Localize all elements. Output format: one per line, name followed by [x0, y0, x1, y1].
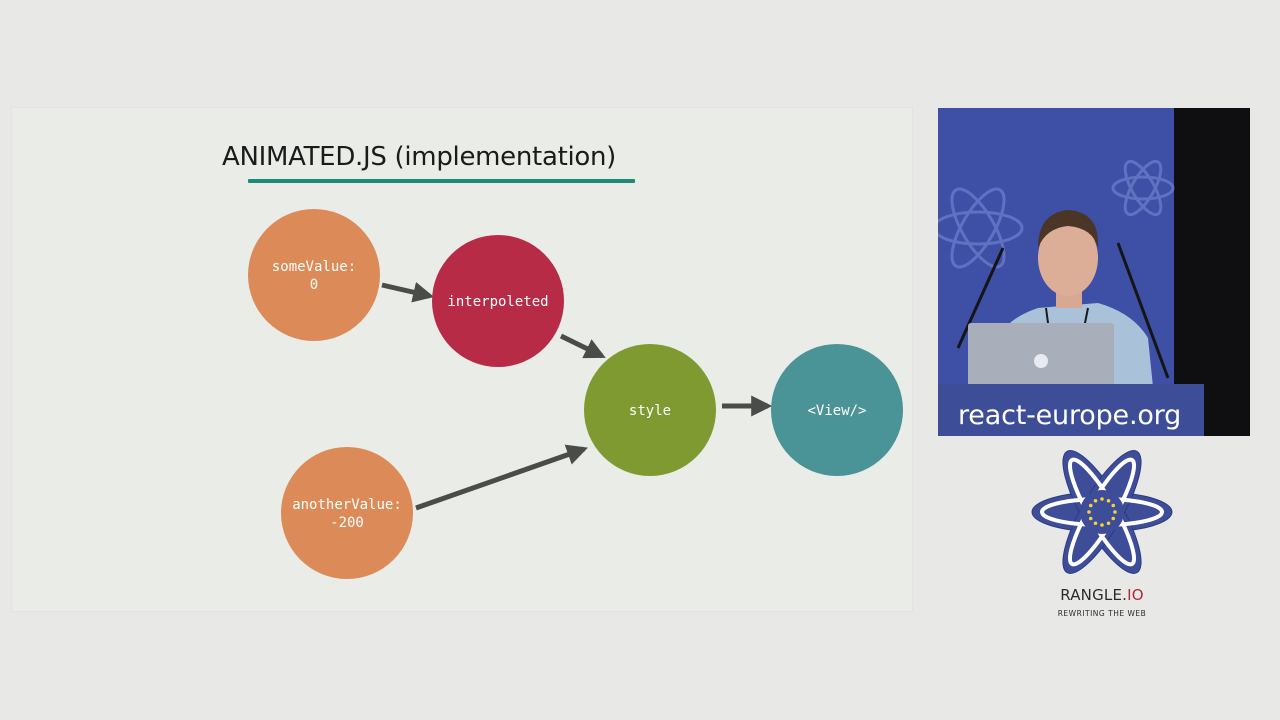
- star-icon: [1106, 521, 1111, 526]
- node-label: -200: [330, 515, 364, 531]
- node-label: interpoleted: [447, 294, 548, 310]
- node-interpoleted: interpoleted: [432, 235, 564, 367]
- node-label: someValue:: [272, 259, 356, 275]
- star-icon: [1100, 523, 1104, 527]
- presentation-slide: ANIMATED.JS (implementation) someValue: 0…: [12, 108, 912, 611]
- node-label: <View/>: [807, 403, 866, 419]
- node-style: style: [584, 344, 716, 476]
- star-icon: [1111, 516, 1116, 521]
- star-icon: [1113, 510, 1117, 514]
- star-icon: [1093, 498, 1098, 503]
- node-circle: [248, 209, 380, 341]
- star-icon: [1100, 497, 1104, 501]
- atom-with-eu-stars-icon: [1031, 450, 1173, 574]
- node-circle: [771, 344, 903, 476]
- arrow-anotherValue-to-style: [415, 444, 588, 511]
- sponsor-tagline: REWRITING THE WEB: [1057, 609, 1147, 618]
- sponsor-name: RANGLE.IO: [1060, 586, 1144, 604]
- node-label: anotherValue:: [292, 497, 402, 513]
- star-icon: [1106, 498, 1111, 503]
- star-icon: [1111, 503, 1116, 508]
- speaker-video: react-europe.org: [938, 108, 1250, 436]
- node-label: 0: [310, 277, 318, 293]
- node-label: style: [629, 403, 671, 419]
- node-view: <View/>: [771, 344, 903, 476]
- node-anotherValue: anotherValue: -200: [281, 447, 413, 579]
- animation-graph-diagram: someValue: 0 interpoleted style <View/> anoth…: [248, 209, 903, 579]
- star-icon: [1093, 521, 1098, 526]
- banner: [938, 384, 1204, 436]
- node-circle: [432, 235, 564, 367]
- node-circle: [584, 344, 716, 476]
- sponsor-logo-block: RANGLE.IO REWRITING THE WEB: [1020, 448, 1184, 623]
- slide-title: ANIMATED.JS (implementation): [222, 142, 617, 172]
- banner-text: react-europe.org: [958, 400, 1182, 431]
- title-underline: [248, 179, 635, 183]
- arrow-someValue-to-interpoleted: [381, 282, 435, 303]
- star-icon: [1088, 516, 1093, 521]
- arrow-interpoleted-to-style: [559, 333, 606, 359]
- star-icon: [1088, 503, 1093, 508]
- node-circle: [281, 447, 413, 579]
- node-someValue: someValue: 0: [248, 209, 380, 341]
- star-icon: [1087, 510, 1091, 514]
